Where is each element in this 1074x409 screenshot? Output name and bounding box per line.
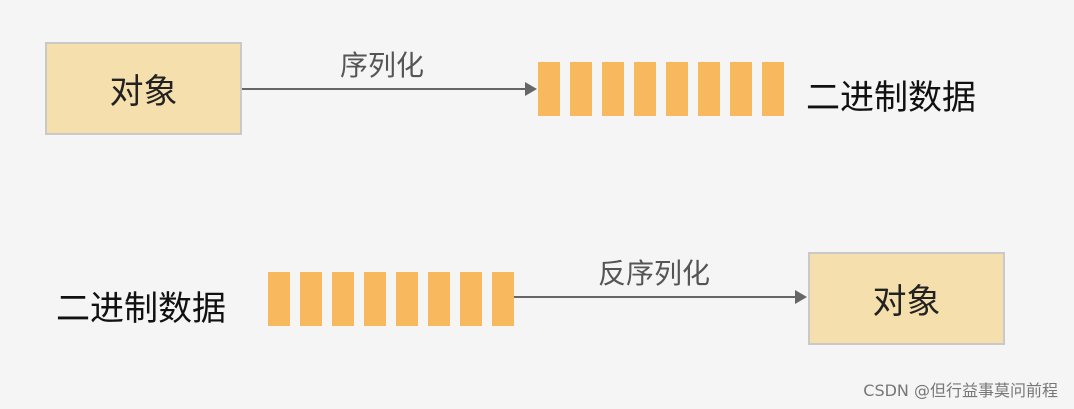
serialize-arrow — [242, 82, 537, 96]
binary-cell — [762, 62, 784, 116]
binary-strip-bottom — [268, 272, 514, 326]
binary-data-label-top: 二进制数据 — [806, 78, 976, 118]
binary-cell — [268, 272, 290, 326]
binary-cell — [538, 62, 560, 116]
binary-cell — [634, 62, 656, 116]
object-box-top: 对象 — [45, 42, 242, 135]
deserialize-label: 反序列化 — [598, 257, 711, 290]
binary-data-label-bottom: 二进制数据 — [56, 289, 226, 329]
binary-cell — [332, 272, 354, 326]
binary-cell — [730, 62, 752, 116]
binary-cell — [698, 62, 720, 116]
binary-cell — [460, 272, 482, 326]
deserialize-arrow — [514, 290, 807, 304]
binary-cell — [492, 272, 514, 326]
binary-cell — [396, 272, 418, 326]
serialize-label: 序列化 — [340, 49, 425, 82]
binary-cell — [300, 272, 322, 326]
object-box-bottom: 对象 — [808, 252, 1005, 345]
object-box-top-label: 对象 — [109, 72, 178, 112]
object-box-bottom-label: 对象 — [872, 282, 941, 322]
watermark: CSDN @但行益事莫问前程 — [863, 381, 1058, 400]
binary-cell — [364, 272, 386, 326]
binary-cell — [570, 62, 592, 116]
binary-cell — [666, 62, 688, 116]
binary-cell — [428, 272, 450, 326]
binary-strip-top — [538, 62, 784, 116]
binary-cell — [602, 62, 624, 116]
